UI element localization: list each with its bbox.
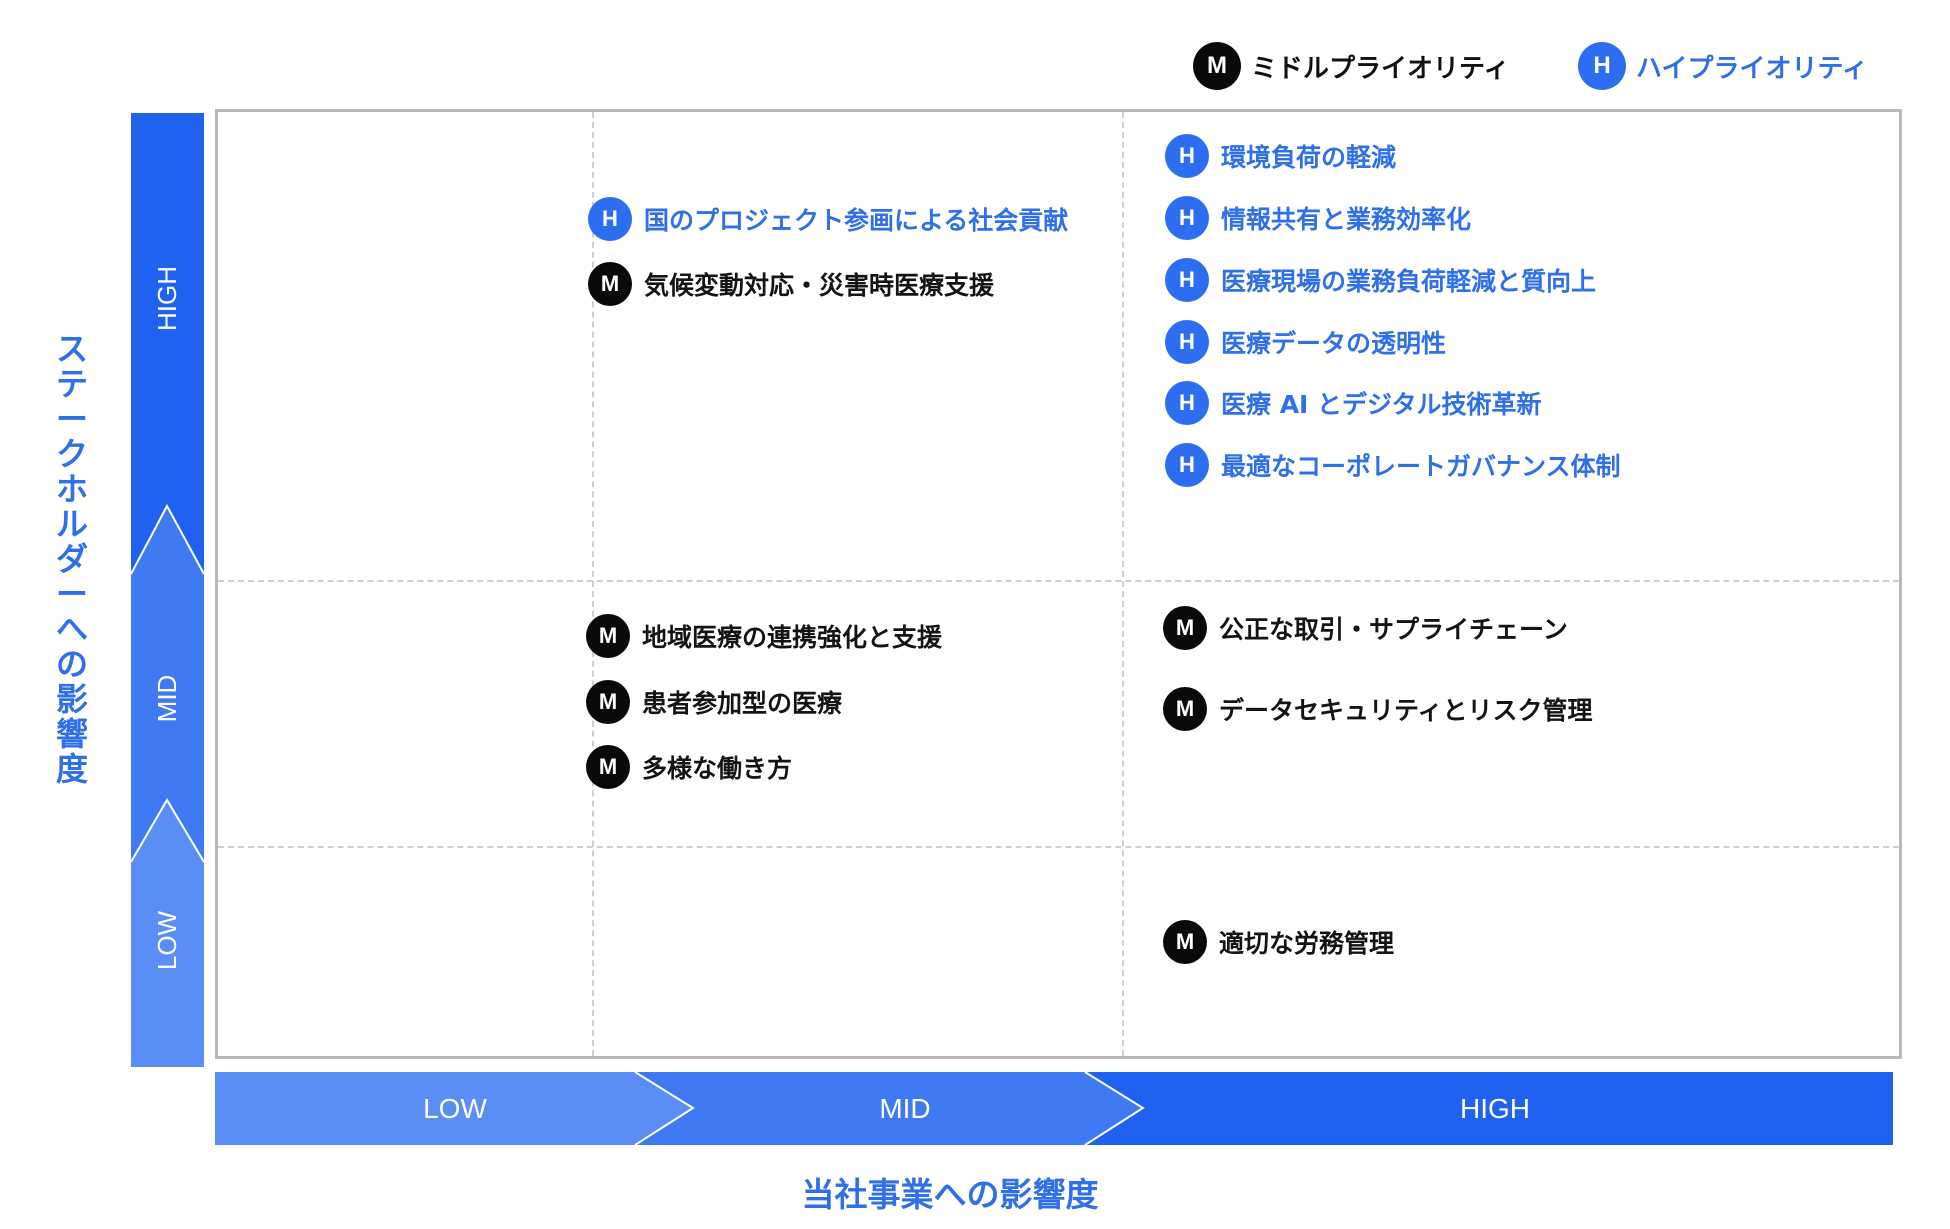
item-label: 患者参加型の医療 xyxy=(642,689,843,718)
x-level-high: HIGH xyxy=(1460,1093,1530,1124)
matrix-item: H 環境負荷の軽減 xyxy=(1165,134,1396,178)
mid-badge-icon: M xyxy=(588,262,632,306)
priority-matrix: H 国のプロジェクト参画による社会貢献 M 気候変動対応・災害時医療支援 H 環… xyxy=(215,109,1902,1059)
matrix-item: H 国のプロジェクト参画による社会貢献 xyxy=(588,197,1068,241)
item-label: データセキュリティとリスク管理 xyxy=(1219,696,1593,725)
item-label: 地域医療の連携強化と支援 xyxy=(642,623,943,652)
grid-hline-1 xyxy=(218,580,1899,582)
matrix-item: M 患者参加型の医療 xyxy=(586,680,842,724)
legend-high-label: ハイプライオリティ xyxy=(1636,53,1868,84)
x-axis-high-segment xyxy=(1085,1072,1893,1145)
x-axis-mid-segment xyxy=(635,1072,1143,1145)
item-label: 医療 AI とデジタル技術革新 xyxy=(1221,390,1542,419)
legend-high-priority: H ハイプライオリティ xyxy=(1578,42,1868,90)
matrix-item: M 公正な取引・サプライチェーン xyxy=(1163,606,1568,650)
matrix-item: M 気候変動対応・災害時医療支援 xyxy=(588,262,994,306)
item-label: 環境負荷の軽減 xyxy=(1221,143,1397,172)
x-level-mid: MID xyxy=(879,1093,931,1124)
high-badge-icon: H xyxy=(1165,320,1209,364)
item-label: 多様な働き方 xyxy=(642,754,793,783)
matrix-item: H 最適なコーポレートガバナンス体制 xyxy=(1165,443,1621,487)
item-label: 医療データの透明性 xyxy=(1221,329,1447,358)
matrix-item: H 医療データの透明性 xyxy=(1165,320,1446,364)
item-label: 医療現場の業務負荷軽減と質向上 xyxy=(1221,267,1597,296)
mid-badge-icon: M xyxy=(1163,687,1207,731)
y-level-high: HIGH xyxy=(152,266,182,331)
y-axis-bar: HIGH MID LOW xyxy=(131,113,204,1067)
item-label: 気候変動対応・災害時医療支援 xyxy=(644,271,995,300)
high-badge-icon: H xyxy=(588,197,632,241)
high-badge-icon: H xyxy=(1165,258,1209,302)
y-level-low: LOW xyxy=(152,910,182,971)
matrix-item: H 医療 AI とデジタル技術革新 xyxy=(1165,381,1542,425)
y-axis-mid-segment xyxy=(131,506,204,862)
high-badge-icon: H xyxy=(1578,42,1626,90)
legend-mid-label: ミドルプライオリティ xyxy=(1251,53,1510,84)
matrix-item: M 地域医療の連携強化と支援 xyxy=(586,614,942,658)
high-badge-icon: H xyxy=(1165,381,1209,425)
item-label: 適切な労務管理 xyxy=(1219,929,1395,958)
mid-badge-icon: M xyxy=(586,745,630,789)
x-axis-low-segment xyxy=(215,1072,693,1145)
mid-badge-icon: M xyxy=(1193,42,1241,90)
legend-mid-priority: M ミドルプライオリティ xyxy=(1193,42,1509,90)
item-label: 公正な取引・サプライチェーン xyxy=(1219,615,1568,644)
x-axis-bar: LOW MID HIGH xyxy=(215,1072,1893,1145)
y-level-mid: MID xyxy=(152,674,182,723)
item-label: 最適なコーポレートガバナンス体制 xyxy=(1221,452,1621,481)
item-label: 情報共有と業務効率化 xyxy=(1221,205,1472,234)
mid-badge-icon: M xyxy=(1163,606,1207,650)
mid-badge-icon: M xyxy=(586,680,630,724)
high-badge-icon: H xyxy=(1165,134,1209,178)
x-axis-title: 当社事業への影響度 xyxy=(801,1175,1099,1214)
matrix-item: H 医療現場の業務負荷軽減と質向上 xyxy=(1165,258,1596,302)
matrix-item: H 情報共有と業務効率化 xyxy=(1165,196,1471,240)
matrix-item: M 多様な働き方 xyxy=(586,745,792,789)
grid-vline-1 xyxy=(592,112,594,1056)
high-badge-icon: H xyxy=(1165,196,1209,240)
grid-vline-2 xyxy=(1122,112,1124,1056)
matrix-item: M データセキュリティとリスク管理 xyxy=(1163,687,1593,731)
high-badge-icon: H xyxy=(1165,443,1209,487)
y-axis-title: ステークホルダーへの影響度 xyxy=(55,330,88,788)
item-label: 国のプロジェクト参画による社会貢献 xyxy=(644,206,1069,235)
mid-badge-icon: M xyxy=(1163,920,1207,964)
y-axis-high-segment xyxy=(131,113,204,574)
x-level-low: LOW xyxy=(423,1093,487,1124)
y-axis-low-segment xyxy=(131,800,204,1067)
matrix-item: M 適切な労務管理 xyxy=(1163,920,1394,964)
grid-hline-2 xyxy=(218,846,1899,848)
mid-badge-icon: M xyxy=(586,614,630,658)
